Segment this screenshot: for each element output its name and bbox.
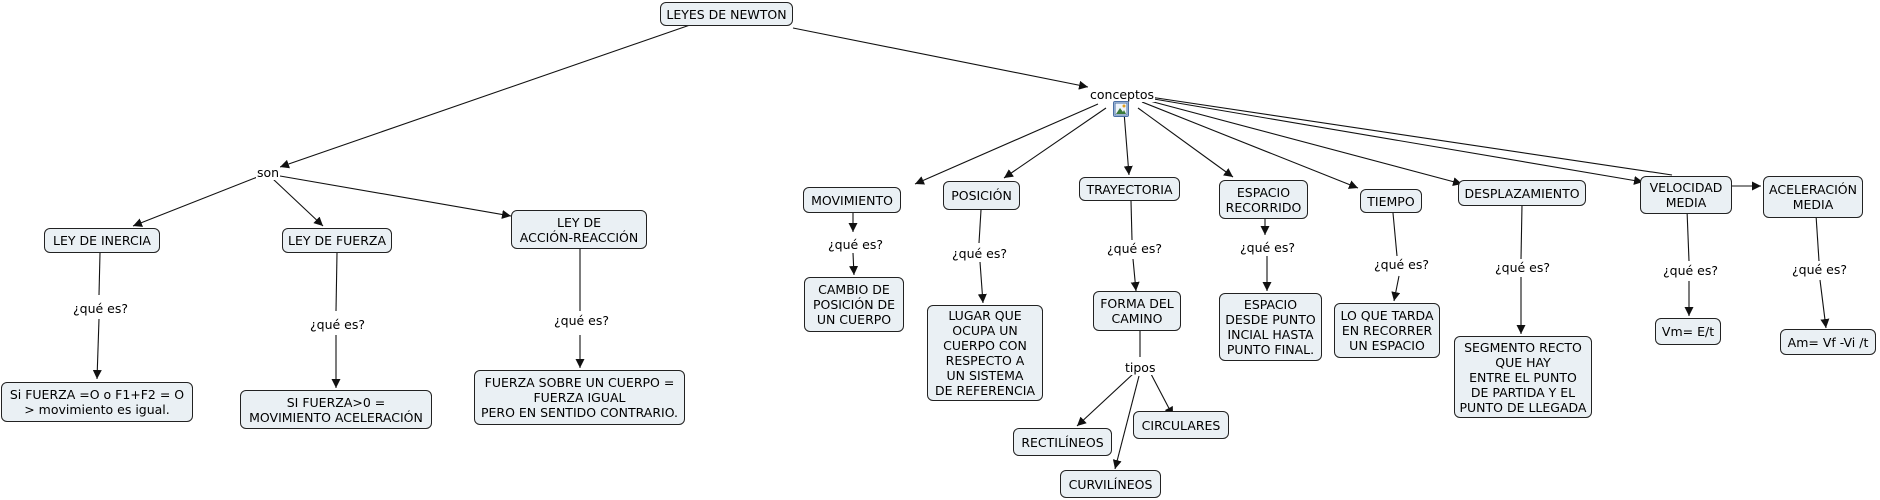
question-posicion: ¿qué es? [951,246,1008,261]
answer-accion-reaccion: FUERZA SOBRE UN CUERPO = FUERZA IGUAL PE… [474,370,685,425]
concept-aceleracion-media: ACELERACIÓN MEDIA [1763,176,1863,218]
question-desplazamiento: ¿qué es? [1494,260,1551,275]
question-fuerza: ¿qué es? [309,317,366,332]
answer-desplazamiento: SEGMENTO RECTO QUE HAY ENTRE EL PUNTO DE… [1454,336,1592,418]
type-circulares: CIRCULARES [1133,411,1229,439]
link-conceptos: conceptos [1089,87,1156,102]
concept-desplazamiento: DESPLAZAMIENTO [1458,180,1586,206]
link-son: son [256,165,281,180]
concept-movimiento: MOVIMIENTO [803,187,901,213]
question-velocidad-media: ¿qué es? [1662,263,1719,278]
answer-posicion: LUGAR QUE OCUPA UN CUERPO CON RESPECTO A… [927,305,1043,401]
question-tiempo: ¿qué es? [1373,257,1430,272]
answer-fuerza: SI FUERZA>0 = MOVIMIENTO ACELERACIÓN [240,390,432,429]
answer-aceleracion-media: Am= Vf -Vi /t [1780,329,1876,355]
law-fuerza: LEY DE FUERZA [282,228,392,253]
question-accion-reaccion: ¿qué es? [553,313,610,328]
answer-trayectoria: FORMA DEL CAMINO [1093,291,1181,331]
answer-movimiento: CAMBIO DE POSICIÓN DE UN CUERPO [804,277,904,332]
answer-tiempo: LO QUE TARDA EN RECORRER UN ESPACIO [1334,303,1440,358]
root-node: LEYES DE NEWTON [660,2,793,26]
law-accion-reaccion: LEY DE ACCIÓN-REACCIÓN [511,210,647,249]
type-curvilineos: CURVILÍNEOS [1060,470,1161,498]
question-inercia: ¿qué es? [72,301,129,316]
concept-posicion: POSICIÓN [943,181,1020,210]
law-inercia: LEY DE INERCIA [44,228,160,253]
question-aceleracion-media: ¿qué es? [1791,262,1848,277]
image-icon[interactable] [1113,101,1129,117]
concept-espacio-recorrido: ESPACIO RECORRIDO [1219,180,1308,219]
concept-trayectoria: TRAYECTORIA [1079,177,1180,201]
concept-tiempo: TIEMPO [1360,189,1422,213]
concept-velocidad-media: VELOCIDAD MEDIA [1640,176,1732,214]
type-rectilineos: RECTILÍNEOS [1013,428,1112,456]
answer-espacio-recorrido: ESPACIO DESDE PUNTO INCIAL HASTA PUNTO F… [1219,293,1322,361]
question-espacio-recorrido: ¿qué es? [1239,240,1296,255]
question-trayectoria: ¿qué es? [1106,241,1163,256]
answer-velocidad-media: Vm= E/t [1655,318,1721,345]
answer-inercia: Si FUERZA =O o F1+F2 = O > movimiento es… [1,382,193,422]
question-movimiento: ¿qué es? [827,237,884,252]
link-tipos: tipos [1124,360,1157,375]
